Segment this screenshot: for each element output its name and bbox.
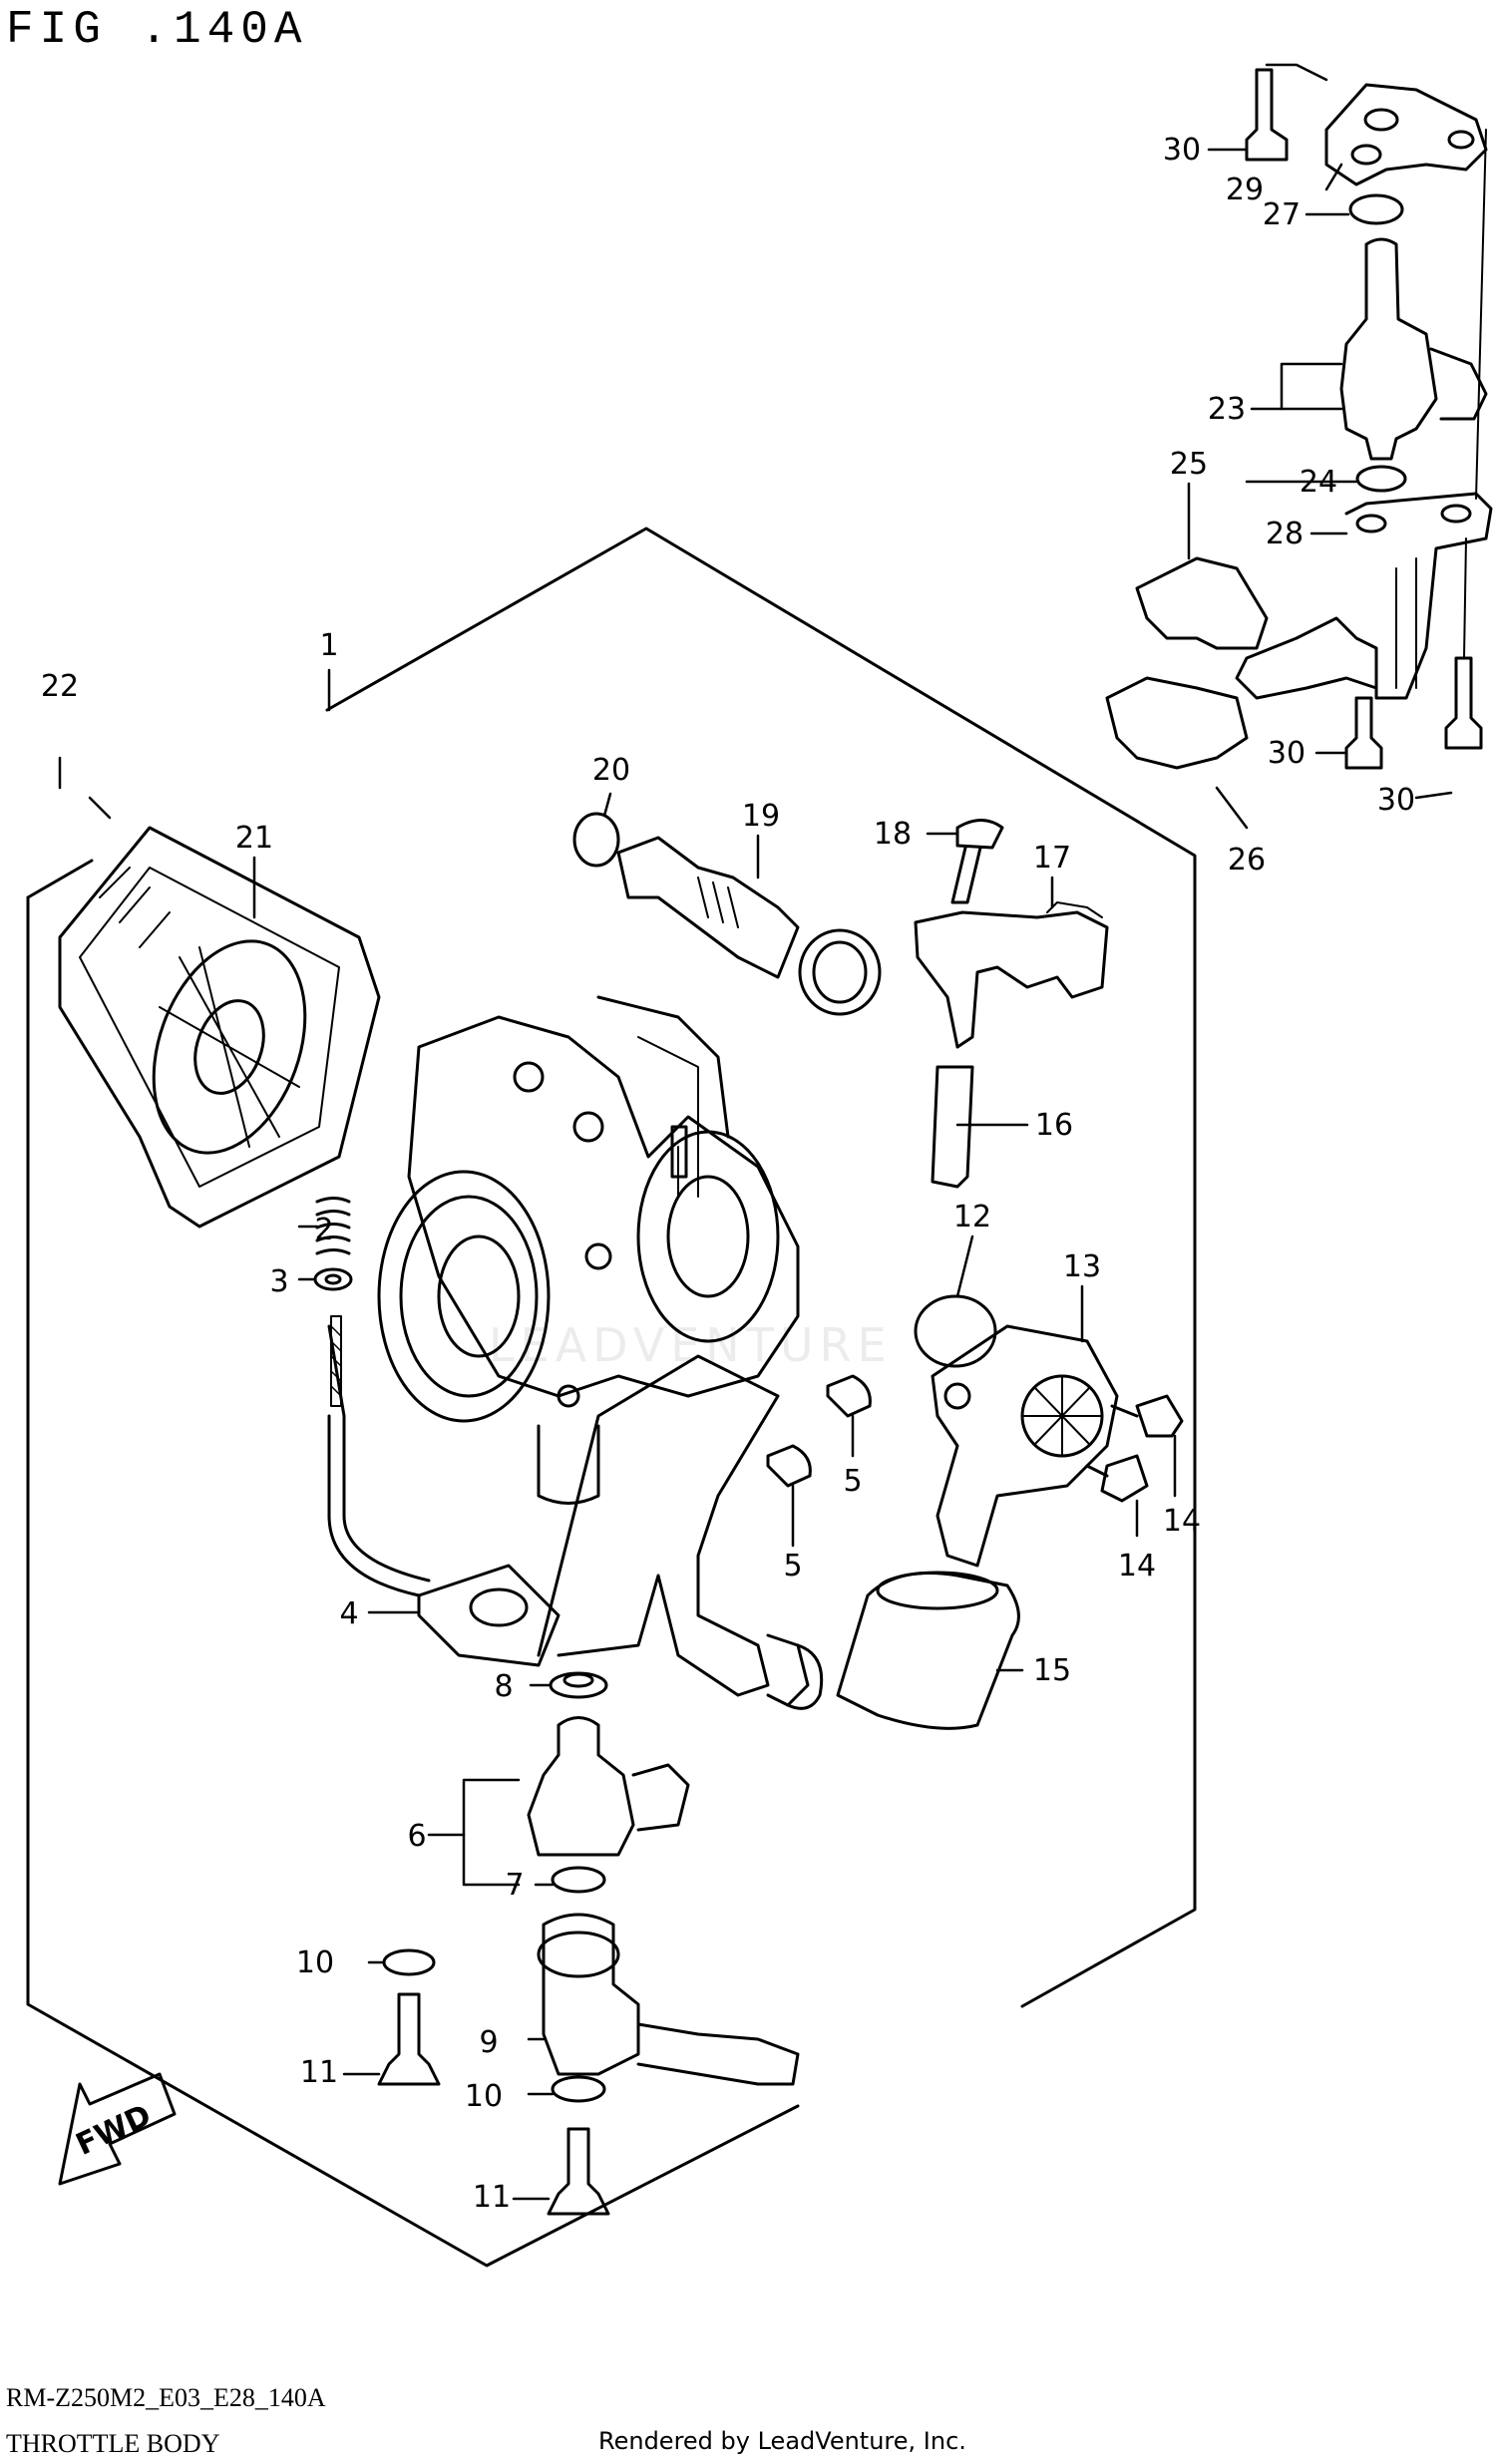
throttle-body <box>407 1015 800 1398</box>
callout-15: 15 <box>1033 1653 1071 1688</box>
bracket <box>417 1564 561 1667</box>
callout-26: 26 <box>1228 843 1266 878</box>
fwd-arrow <box>58 2072 177 2186</box>
cap-26 <box>1105 676 1249 770</box>
washer-10a <box>382 1948 436 1976</box>
callout-29: 29 <box>1226 173 1264 207</box>
callout-17: 17 <box>1033 841 1071 876</box>
callout-21: 21 <box>235 821 273 856</box>
o-ring-7 <box>551 1866 606 1894</box>
callout-2: 2 <box>314 1213 333 1247</box>
filter-15 <box>836 1572 1020 1730</box>
leader-lines <box>58 63 1453 2201</box>
o-ring-24 <box>1355 465 1407 493</box>
inlet-flange <box>377 1170 551 1423</box>
bolt-30c <box>1444 656 1483 750</box>
bolt-11b <box>547 2127 610 2216</box>
screw-5b <box>766 1444 812 1488</box>
callout-10a: 10 <box>296 1945 334 1980</box>
callout-6: 6 <box>407 1819 426 1854</box>
callout-25: 25 <box>1170 447 1208 482</box>
callout-28: 28 <box>1266 517 1304 551</box>
watermark: LEADVENTURE <box>489 1318 893 1372</box>
idle-valve <box>616 836 800 979</box>
cap-25 <box>1135 556 1269 650</box>
callout-24: 24 <box>1300 465 1337 500</box>
callout-4: 4 <box>339 1596 358 1631</box>
sensor-17 <box>914 910 1109 1049</box>
callout-23: 23 <box>1208 392 1246 427</box>
injector-6 <box>527 1716 635 1857</box>
callout-9: 9 <box>479 2025 498 2060</box>
callout-22: 22 <box>41 669 79 704</box>
callout-30a: 30 <box>1163 133 1201 168</box>
injector-23 <box>1339 237 1438 461</box>
callout-labels: 1 2 3 4 5 5 6 7 8 9 10 10 11 11 12 13 14… <box>41 133 1415 2215</box>
callout-7: 7 <box>505 1868 524 1903</box>
callout-16: 16 <box>1035 1108 1073 1143</box>
bolt-30b <box>1344 696 1383 770</box>
render-credit: Rendered by LeadVenture, Inc. <box>598 2427 966 2455</box>
spring <box>315 1197 351 1255</box>
holder-28 <box>1235 492 1493 700</box>
callout-3: 3 <box>269 1264 288 1299</box>
callout-11b: 11 <box>473 2180 511 2215</box>
callout-5a: 5 <box>843 1464 862 1499</box>
callout-14a: 14 <box>1163 1504 1201 1539</box>
callout-13: 13 <box>1063 1249 1101 1284</box>
washer-10b <box>551 2075 606 2103</box>
plate-29 <box>1324 83 1488 186</box>
bolt-14b <box>1085 1454 1149 1503</box>
callout-12: 12 <box>953 1200 991 1234</box>
section-name: THROTTLE BODY <box>6 2429 220 2458</box>
model-code: RM-Z250M2_E03_E28_140A <box>6 2383 326 2412</box>
callout-30b: 30 <box>1268 736 1306 771</box>
callout-20: 20 <box>592 753 630 788</box>
callout-14b: 14 <box>1118 1549 1156 1584</box>
washer <box>313 1267 353 1291</box>
callout-10b: 10 <box>465 2079 503 2114</box>
o-ring-27 <box>1348 193 1404 225</box>
callout-11a: 11 <box>300 2055 338 2090</box>
callout-5b: 5 <box>783 1549 802 1584</box>
callout-1: 1 <box>319 628 338 663</box>
hose-16 <box>931 1065 974 1189</box>
callout-27: 27 <box>1263 197 1301 232</box>
joint-9 <box>542 1913 640 2076</box>
callout-18: 18 <box>874 817 912 852</box>
bolt-11a <box>377 1992 441 2086</box>
assembly-outline <box>325 527 1197 2008</box>
o-ring-12 <box>914 1294 997 1368</box>
throttle-sensor <box>931 1324 1119 1568</box>
callout-30c: 30 <box>1377 783 1415 818</box>
screw-18 <box>950 819 1004 904</box>
screw-5a <box>826 1374 872 1418</box>
o-ring-20 <box>572 812 620 868</box>
bolt-14a <box>1110 1394 1184 1438</box>
bolt-30a <box>1245 68 1289 162</box>
callout-19: 19 <box>742 799 780 834</box>
callout-8: 8 <box>494 1669 513 1704</box>
figure-title: FIG .140A <box>6 4 308 56</box>
